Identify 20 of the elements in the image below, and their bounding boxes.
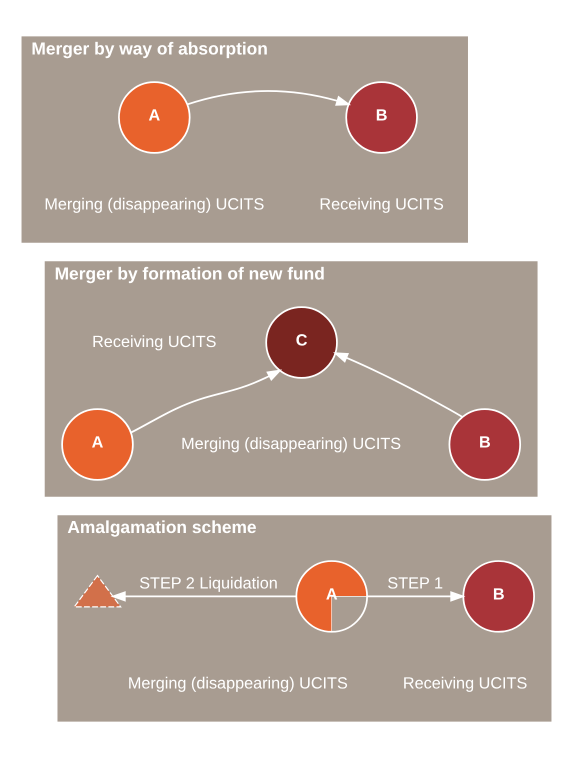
node-label: Merging (disappearing) UCITS <box>128 674 348 692</box>
arrow <box>130 369 282 434</box>
node-label: Receiving UCITS <box>402 674 528 692</box>
node-circle: B <box>462 560 535 633</box>
arrow <box>110 591 296 602</box>
edge-label: STEP 2 Liquidation <box>139 574 278 593</box>
node-label: Receiving UCITS <box>92 332 216 351</box>
node-circle: A <box>61 408 134 481</box>
node-circle: B <box>345 81 418 154</box>
edge-label: STEP 1 <box>387 574 444 593</box>
label: Merging (disappearing) UCITS <box>181 434 402 453</box>
node-circle: B <box>448 408 522 481</box>
arrow <box>186 90 352 106</box>
node-label: Receiving UCITS <box>319 195 444 214</box>
arrow <box>367 591 466 602</box>
node-label: Merging (disappearing) UCITS <box>44 195 264 214</box>
arrow <box>333 352 463 418</box>
node-circle: A <box>118 81 191 154</box>
node-wedge <box>73 574 122 608</box>
node-circle: C <box>265 306 338 379</box>
